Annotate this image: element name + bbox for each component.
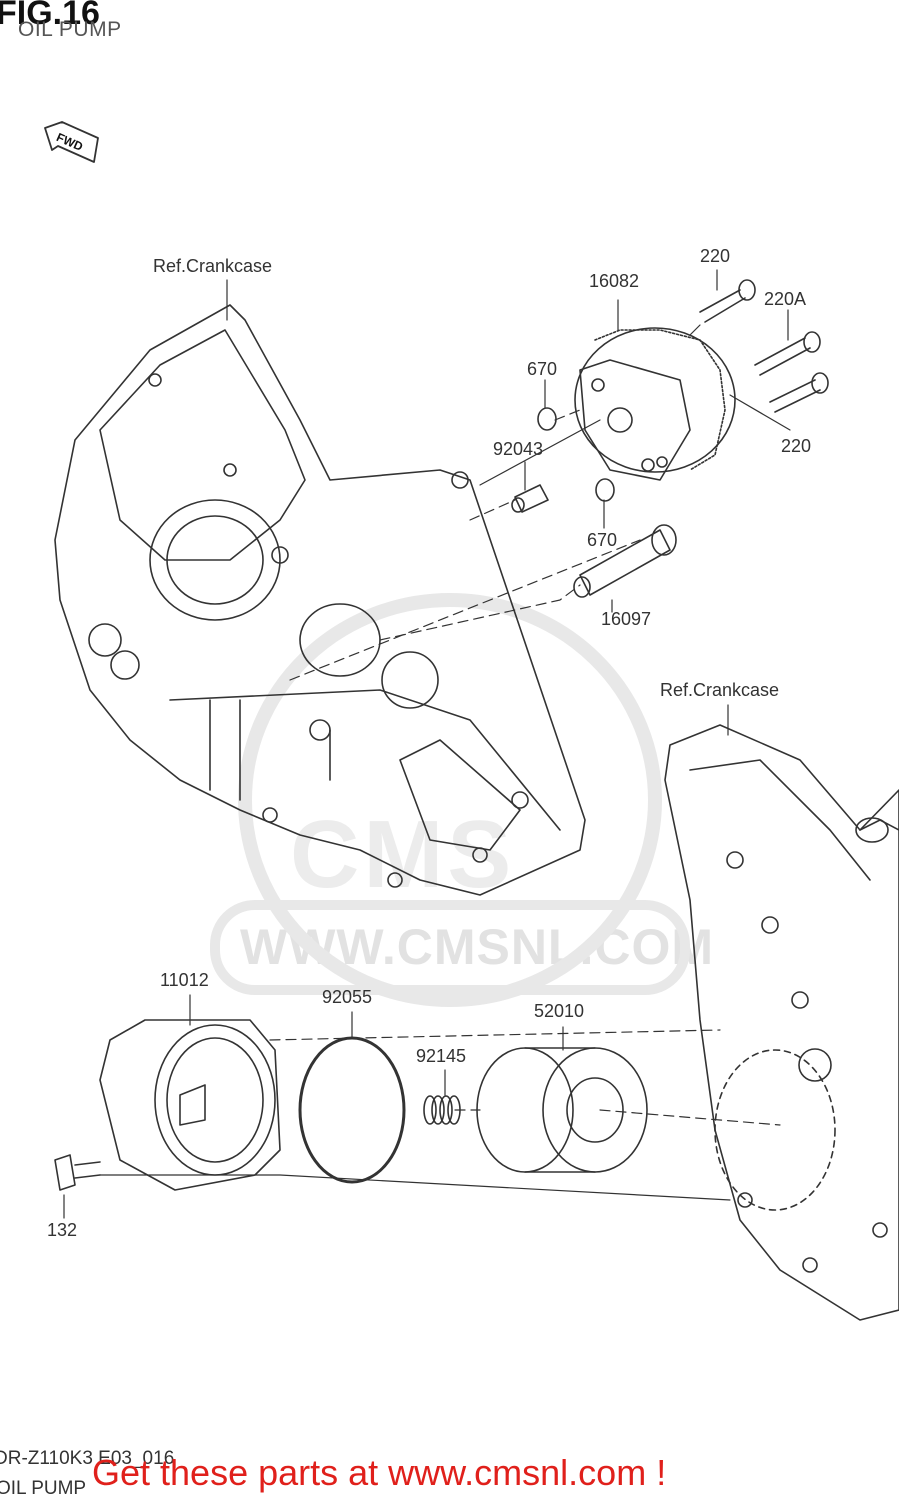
callout-16082[interactable]: 16082 bbox=[589, 271, 640, 291]
callout-670-top[interactable]: 670 bbox=[527, 359, 558, 379]
model-code: DR-Z110K3 E03_016 bbox=[0, 1448, 175, 1469]
figure-subtitle: OIL PUMP bbox=[18, 18, 122, 41]
callout-132[interactable]: 132 bbox=[47, 1220, 78, 1240]
callout-92055[interactable]: 92055 bbox=[322, 987, 373, 1007]
callout-220-top[interactable]: 220 bbox=[700, 246, 731, 266]
callout-220a[interactable]: 220A bbox=[764, 289, 807, 309]
callout-11012[interactable]: 11012 bbox=[160, 970, 209, 990]
callout-ref-crankcase-left[interactable]: Ref.Crankcase bbox=[153, 256, 273, 276]
right-crankcase bbox=[664, 724, 899, 1321]
fwd-arrow-icon bbox=[44, 121, 99, 163]
figure-title: FIG.16 bbox=[0, 0, 100, 32]
bolt-220-bottom bbox=[769, 372, 829, 413]
callout-670-bottom[interactable]: 670 bbox=[587, 530, 618, 550]
o-ring-670-top bbox=[537, 407, 557, 431]
filter-cover-11012 bbox=[99, 1019, 281, 1191]
callout-220-bottom[interactable]: 220 bbox=[781, 436, 812, 456]
callout-16097[interactable]: 16097 bbox=[601, 609, 652, 629]
bolt-132 bbox=[54, 1154, 101, 1191]
bolt-220a bbox=[754, 331, 821, 376]
watermark-ring bbox=[238, 593, 662, 1007]
callout-92043[interactable]: 92043 bbox=[493, 439, 544, 459]
callout-92145[interactable]: 92145 bbox=[416, 1046, 467, 1066]
get-parts-link[interactable]: Get these parts at www.cmsnl.com ! bbox=[92, 1452, 667, 1493]
o-ring-670-bottom bbox=[595, 478, 615, 502]
oil-pump-assembly bbox=[574, 327, 736, 481]
strainer-16097 bbox=[573, 524, 677, 598]
bolt-220-top bbox=[699, 279, 756, 323]
dowel-92043 bbox=[511, 484, 549, 513]
watermark-brand: CMS bbox=[290, 801, 516, 908]
section-name: OIL PUMP bbox=[0, 1478, 87, 1499]
watermark-banner bbox=[210, 900, 690, 995]
left-crankcase bbox=[54, 304, 586, 896]
o-ring-92055 bbox=[298, 1036, 406, 1184]
callout-ref-crankcase-right[interactable]: Ref.Crankcase bbox=[660, 680, 780, 700]
oil-filter-52010 bbox=[476, 1047, 648, 1173]
callout-52010[interactable]: 52010 bbox=[534, 1001, 585, 1021]
